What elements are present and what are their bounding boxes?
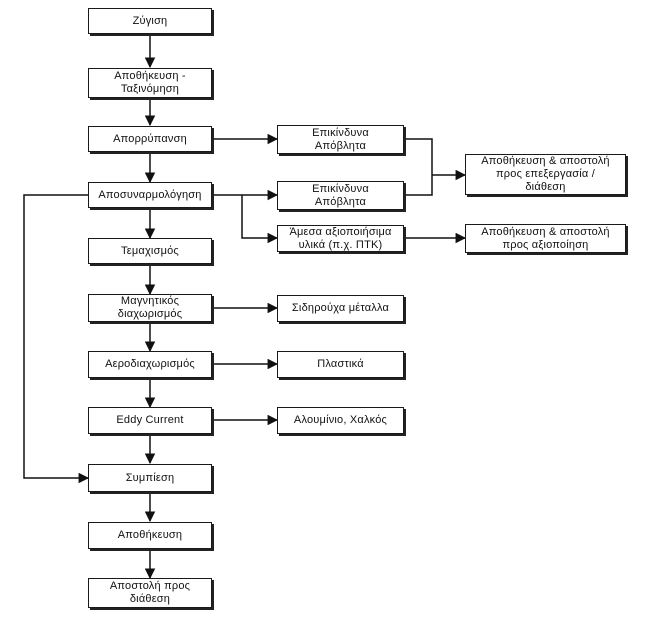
node-ferrous-label: Σιδηρούχα μέταλλα: [291, 302, 390, 314]
node-hazardous-1-line2: Απόβλητα: [314, 139, 367, 152]
node-shredding: Τεμαχισμός: [88, 238, 212, 264]
connector-hazardous-2-merge: [404, 175, 433, 196]
arrow-disassembly-to-compression: [23, 194, 90, 484]
node-sdp-line1: Αποθήκευση & αποστολή: [481, 155, 610, 167]
node-magnetic-line2: διαχωρισμός: [117, 308, 183, 320]
node-dispatch-line2: διάθεση: [129, 593, 171, 605]
connector-hazardous-1-merge: [404, 138, 433, 175]
node-sdr-line1: Αποθήκευση & αποστολή: [481, 225, 610, 238]
node-plastics-label: Πλαστικά: [317, 358, 364, 370]
node-storage-sorting-line2: Ταξινόμηση: [120, 83, 180, 95]
node-magnetic-line1: Μαγνητικός: [120, 295, 180, 307]
node-dispatch-disposal: Αποστολή προς διάθεση: [88, 578, 212, 608]
node-hazardous-1-line1: Επικίνδυνα: [312, 126, 369, 139]
node-decontamination: Απορρύπανση: [88, 126, 212, 152]
node-disassembly-label: Αποσυναρμολόγηση: [98, 188, 202, 201]
node-shredding-label: Τεμαχισμός: [121, 244, 179, 257]
node-recyclable-materials: Άμεσα αξιοποιήσιμα υλικά (π.χ. ΠΤΚ): [277, 225, 404, 252]
node-compression-label: Συμπίεση: [125, 471, 175, 484]
node-ferrous-metals: Σιδηρούχα μέταλλα: [277, 295, 404, 322]
node-air-separation-label: Αεροδιαχωρισμός: [105, 358, 195, 370]
node-disassembly: Αποσυναρμολόγηση: [88, 182, 212, 208]
node-hazardous-2-line2: Απόβλητα: [314, 195, 367, 208]
node-hazardous-2-line1: Επικίνδυνα: [312, 182, 369, 195]
node-hazardous-waste-2: Επικίνδυνα Απόβλητα: [277, 181, 404, 210]
node-weighing: Ζύγιση: [88, 8, 212, 34]
node-aluminium-label: Αλουμίνιο, Χαλκός: [293, 414, 388, 426]
node-compression: Συμπίεση: [88, 464, 212, 492]
node-storage-sorting-line1: Αποθήκευση -: [114, 70, 186, 82]
node-storage-sorting: Αποθήκευση - Ταξινόμηση: [88, 68, 212, 98]
node-recyclable-line2: υλικά (π.χ. ΠΤΚ): [298, 238, 383, 251]
node-hazardous-waste-1: Επικίνδυνα Απόβλητα: [277, 125, 404, 154]
node-recyclable-line1: Άμεσα αξιοποιήσιμα: [289, 225, 392, 238]
node-dispatch-line1: Αποστολή προς: [109, 580, 191, 592]
node-eddy-current-label: Eddy Current: [116, 414, 184, 426]
node-air-separation: Αεροδιαχωρισμός: [88, 351, 212, 378]
node-storage: Αποθήκευση: [88, 522, 212, 549]
node-storage-label: Αποθήκευση: [117, 529, 183, 541]
node-decontamination-label: Απορρύπανση: [113, 132, 187, 145]
node-aluminium-copper: Αλουμίνιο, Χαλκός: [277, 407, 404, 434]
node-storage-dispatch-recovery: Αποθήκευση & αποστολή προς αξιοποίηση: [465, 224, 626, 253]
node-magnetic-separation: Μαγνητικός διαχωρισμός: [88, 294, 212, 322]
node-eddy-current: Eddy Current: [88, 407, 212, 434]
arrow-disassembly-to-recyclable: [241, 195, 279, 244]
node-storage-dispatch-processing: Αποθήκευση & αποστολή προς επεξεργασία /…: [465, 154, 626, 195]
node-sdr-line2: προς αξιοποίηση: [502, 238, 589, 251]
node-sdp-line3: διάθεση: [525, 181, 566, 193]
node-weighing-label: Ζύγιση: [132, 14, 168, 27]
node-sdp-line2: προς επεξεργασία /: [496, 168, 595, 180]
node-plastics: Πλαστικά: [277, 351, 404, 378]
